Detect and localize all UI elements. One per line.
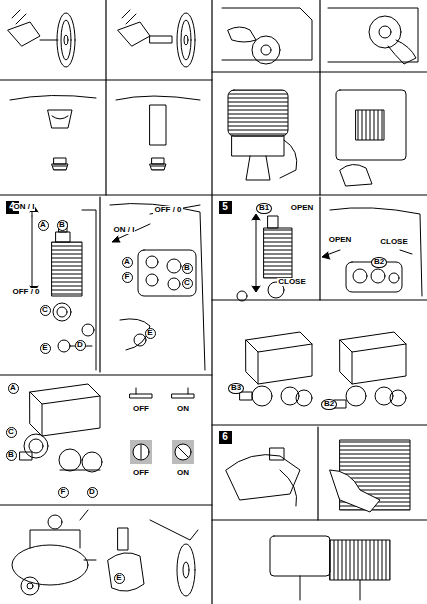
valve-panel — [322, 208, 422, 296]
callout-letter: F — [58, 487, 69, 498]
switch-label: ON — [176, 405, 190, 413]
callout-letter: B — [6, 450, 17, 461]
coupler-hand — [108, 520, 198, 596]
callout-text: A — [10, 384, 16, 392]
switch-label: ON / I — [13, 203, 36, 211]
callout-text: B2 — [374, 258, 384, 266]
callout-text: D — [89, 488, 95, 496]
valve-side — [237, 214, 292, 301]
switch-assembly — [20, 384, 102, 472]
callout-text: D — [77, 341, 83, 349]
callout-letter: C — [40, 305, 51, 316]
callout-letter: B — [182, 263, 193, 274]
switch-label: OPEN — [290, 204, 315, 212]
switch-icons — [130, 388, 194, 464]
callout-text: A — [40, 221, 46, 229]
callout-letter: C — [182, 278, 193, 289]
callout-letter: D — [87, 487, 98, 498]
wheel-mounting — [8, 10, 200, 170]
callout-text: C — [8, 428, 14, 436]
callout-letter: B — [57, 220, 68, 231]
callout-text: B — [59, 221, 65, 229]
pressure-switch-lower — [240, 332, 406, 408]
callout-letter: C — [6, 427, 17, 438]
callout-letter: B2 — [321, 399, 336, 410]
callout-text: B2 — [324, 400, 334, 408]
callout-text: F — [61, 488, 66, 496]
callout-letter: D — [75, 340, 86, 351]
callout-text: C — [42, 306, 48, 314]
callout-text: F — [125, 273, 130, 281]
callout-letter: A — [122, 257, 133, 268]
compressor-tank — [12, 510, 96, 595]
callout-letter: F — [122, 272, 133, 283]
callout-text: B3 — [231, 384, 241, 392]
callout-text: A — [124, 258, 130, 266]
callout-letter: A — [38, 220, 49, 231]
machine-wheels — [222, 8, 418, 64]
compressor-head — [228, 90, 406, 186]
switch-label: OFF / 0 — [153, 206, 182, 214]
callout-text: B — [8, 451, 14, 459]
switch-label: ON / I — [113, 226, 136, 234]
callout-text: B1 — [259, 204, 269, 212]
callout-text: 5 — [222, 202, 228, 212]
callout-letter: B1 — [256, 203, 271, 214]
callout-letter: B3 — [228, 383, 243, 394]
callout-letter: E — [145, 328, 156, 339]
switch-label: ON — [176, 469, 190, 477]
callout-letter: B2 — [371, 257, 386, 268]
control-panel — [110, 204, 205, 370]
switch-label: OFF — [132, 405, 150, 413]
callout-text: 6 — [222, 432, 228, 442]
callout-text: E — [147, 329, 152, 337]
switch-label: OPEN — [328, 236, 353, 244]
step-number: 5 — [219, 201, 232, 214]
callout-text: E — [116, 574, 121, 582]
callout-text: B — [184, 264, 190, 272]
callout-letter: E — [40, 343, 51, 354]
switch-label: CLOSE — [277, 278, 307, 286]
filter-change — [226, 440, 410, 600]
switch-label: OFF / 0 — [11, 288, 40, 296]
step-number: 6 — [219, 431, 232, 444]
switch-label: OFF — [132, 469, 150, 477]
callout-text: C — [184, 279, 190, 287]
callout-letter: A — [8, 383, 19, 394]
callout-text: E — [42, 344, 47, 352]
callout-letter: E — [114, 573, 125, 584]
switch-label: CLOSE — [379, 238, 409, 246]
